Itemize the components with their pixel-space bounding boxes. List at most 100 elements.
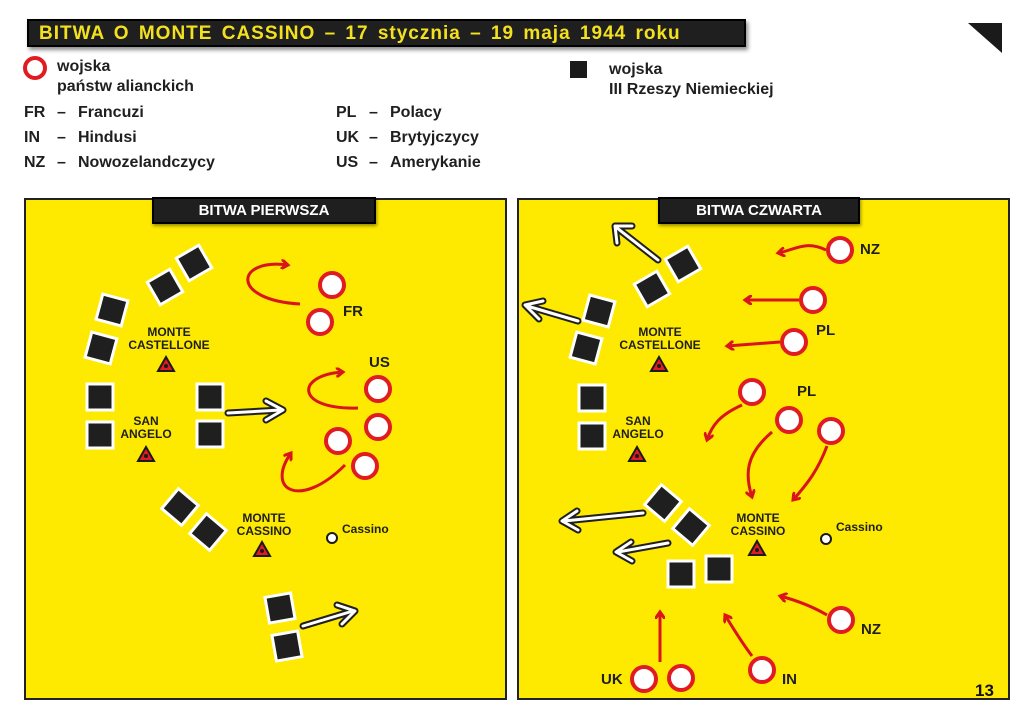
place-label-monte-cassino: MONTE CASSINO xyxy=(224,512,304,538)
mountain-peak-icon xyxy=(747,538,767,556)
abbr-name: Polacy xyxy=(390,104,442,121)
german-unit-icon xyxy=(666,559,696,589)
german-unit-icon xyxy=(568,330,604,366)
place-label-line: MONTE xyxy=(638,325,682,339)
abbr-name: Francuzi xyxy=(78,104,144,121)
allied-unit-icon xyxy=(630,665,658,693)
abbr-code: US xyxy=(336,154,359,171)
german-unit-icon xyxy=(577,383,607,413)
german-unit-icon xyxy=(195,419,225,449)
allied-unit-icon xyxy=(364,375,392,403)
town-label-cassino: Cassino xyxy=(342,522,389,536)
german-unit-icon xyxy=(670,506,712,548)
allied-arrow-icon xyxy=(727,342,781,346)
allied-arrow-icon xyxy=(707,403,743,440)
mountain-peak-icon xyxy=(136,444,156,462)
allied-unit-icon xyxy=(351,452,379,480)
legend-allied-line1: wojska xyxy=(57,58,111,75)
german-unit-icon xyxy=(642,482,684,524)
abbr-dash: – xyxy=(57,104,66,121)
allied-arrow-icon xyxy=(246,264,301,306)
legend-axis-line2: III Rzeszy Niemieckiej xyxy=(609,81,774,98)
allied-marker-icon xyxy=(23,56,47,80)
german-unit-icon xyxy=(581,293,617,329)
legend-allied-line2: państw alianckich xyxy=(57,78,194,95)
abbr-name: Amerykanie xyxy=(390,154,481,171)
unit-label-in: IN xyxy=(782,671,797,688)
mountain-peak-icon xyxy=(252,539,272,557)
allied-unit-icon xyxy=(826,236,854,264)
german-arrow-icon xyxy=(611,222,662,264)
allied-unit-icon xyxy=(667,664,695,692)
panel-header-fourth: BITWA CZWARTA xyxy=(658,197,860,224)
german-unit-icon xyxy=(83,330,119,366)
abbr-code: IN xyxy=(24,129,40,146)
place-label-monte-castellone: MONTE CASTELLONE xyxy=(608,326,712,352)
allied-unit-icon xyxy=(817,417,845,445)
town-marker-icon xyxy=(820,533,832,545)
place-label-line: CASTELLONE xyxy=(619,338,701,352)
german-unit-icon xyxy=(270,629,304,663)
allied-arrow-icon xyxy=(748,430,773,497)
allied-unit-icon xyxy=(799,286,827,314)
german-unit-icon xyxy=(704,554,734,584)
allied-unit-icon xyxy=(738,378,766,406)
german-unit-icon xyxy=(174,243,214,283)
abbr-dash: – xyxy=(369,154,378,171)
place-label-line: MONTE xyxy=(242,511,286,525)
unit-label-us: US xyxy=(369,354,390,371)
town-marker-icon xyxy=(326,532,338,544)
place-label-san-angelo: SAN ANGELO xyxy=(106,415,186,441)
place-label-san-angelo: SAN ANGELO xyxy=(598,415,678,441)
allied-unit-icon xyxy=(324,427,352,455)
abbr-dash: – xyxy=(57,154,66,171)
unit-label-pl: PL xyxy=(816,322,836,339)
abbr-name: Hindusi xyxy=(78,129,137,146)
allied-arrow-icon xyxy=(778,244,827,253)
axis-marker-icon xyxy=(570,61,587,78)
allied-unit-icon xyxy=(318,271,346,299)
allied-arrow-icon xyxy=(280,453,347,493)
place-label-line: CASSINO xyxy=(236,524,292,538)
mountain-peak-icon xyxy=(156,354,176,372)
abbr-dash: – xyxy=(369,129,378,146)
german-arrow-icon xyxy=(558,507,647,534)
place-label-monte-cassino: MONTE CASSINO xyxy=(718,512,798,538)
german-unit-icon xyxy=(145,267,185,307)
page-title: BITWA O MONTE CASSINO – 17 stycznia – 19… xyxy=(39,23,681,44)
place-label-monte-castellone: MONTE CASTELLONE xyxy=(117,326,221,352)
allied-arrow-icon xyxy=(725,615,754,657)
abbr-name: Brytyjczycy xyxy=(390,129,479,146)
german-unit-icon xyxy=(577,421,607,451)
unit-label-nz: NZ xyxy=(860,241,880,258)
place-label-line: SAN xyxy=(625,414,651,428)
abbr-code: UK xyxy=(336,129,360,146)
place-label-line: CASTELLONE xyxy=(128,338,210,352)
panel-header-first: BITWA PIERWSZA xyxy=(152,197,376,224)
mountain-peak-icon xyxy=(649,354,669,372)
allied-arrow-icon xyxy=(793,445,829,500)
german-unit-icon xyxy=(663,244,703,284)
abbr-name: Nowozelandczycy xyxy=(78,154,215,171)
unit-label-fr: FR xyxy=(343,303,363,320)
town-label-cassino: Cassino xyxy=(836,520,883,534)
allied-unit-icon xyxy=(364,413,392,441)
allied-arrow-icon xyxy=(780,596,828,617)
mountain-peak-icon xyxy=(627,444,647,462)
abbr-code: FR xyxy=(24,104,46,121)
german-arrow-icon xyxy=(299,601,359,630)
abbr-code: PL xyxy=(336,104,357,121)
german-unit-icon xyxy=(94,292,130,328)
german-unit-icon xyxy=(85,420,115,450)
place-label-line: ANGELO xyxy=(612,427,664,441)
german-unit-icon xyxy=(159,486,201,528)
place-label-line: MONTE xyxy=(147,325,191,339)
place-label-line: ANGELO xyxy=(120,427,172,441)
abbr-dash: – xyxy=(57,129,66,146)
allied-unit-icon xyxy=(306,308,334,336)
title-bar: BITWA O MONTE CASSINO – 17 stycznia – 19… xyxy=(27,19,746,47)
allied-unit-icon xyxy=(780,328,808,356)
abbr-dash: – xyxy=(369,104,378,121)
german-unit-icon xyxy=(85,382,115,412)
allied-unit-icon xyxy=(775,406,803,434)
